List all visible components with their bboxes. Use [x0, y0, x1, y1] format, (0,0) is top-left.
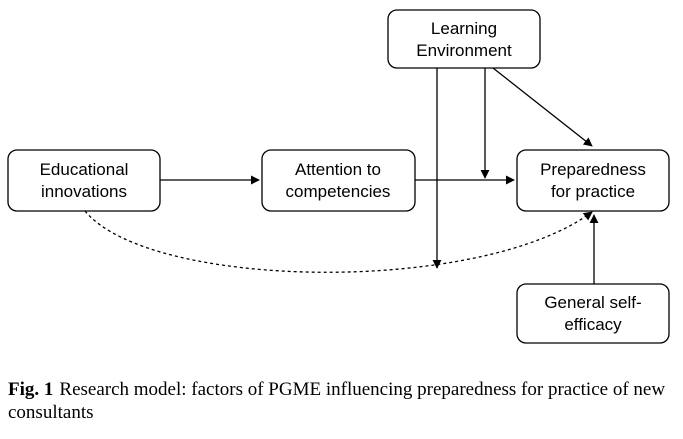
node-attention-line2: competencies — [286, 182, 391, 201]
node-preparedness-line2: for practice — [551, 182, 635, 201]
edge-learning-to-preparedness — [492, 67, 593, 147]
figure-caption-label: Fig. 1 — [8, 379, 54, 400]
node-efficacy-line2: efficacy — [564, 315, 622, 334]
node-general-self-efficacy: General self- efficacy — [516, 283, 670, 344]
node-educational-line1: Educational — [40, 160, 129, 179]
node-attention-to-competencies: Attention to competencies — [261, 149, 416, 212]
node-educational-line2: innovations — [41, 182, 127, 201]
node-efficacy-line1: General self- — [544, 293, 641, 312]
node-preparedness-for-practice: Preparedness for practice — [516, 149, 670, 212]
node-learning-line2: Environment — [416, 41, 512, 60]
research-model-diagram: Learning Environment Educational innovat… — [7, 9, 670, 344]
node-educational-innovations: Educational innovations — [7, 149, 161, 212]
node-preparedness-line1: Preparedness — [540, 160, 646, 179]
node-attention-line1: Attention to — [295, 160, 381, 179]
node-learning-environment: Learning Environment — [387, 9, 541, 69]
figure-caption-text: Research model: factors of PGME influenc… — [8, 379, 666, 423]
node-learning-line1: Learning — [431, 19, 497, 38]
edge-educational-to-preparedness-direct — [84, 210, 593, 273]
